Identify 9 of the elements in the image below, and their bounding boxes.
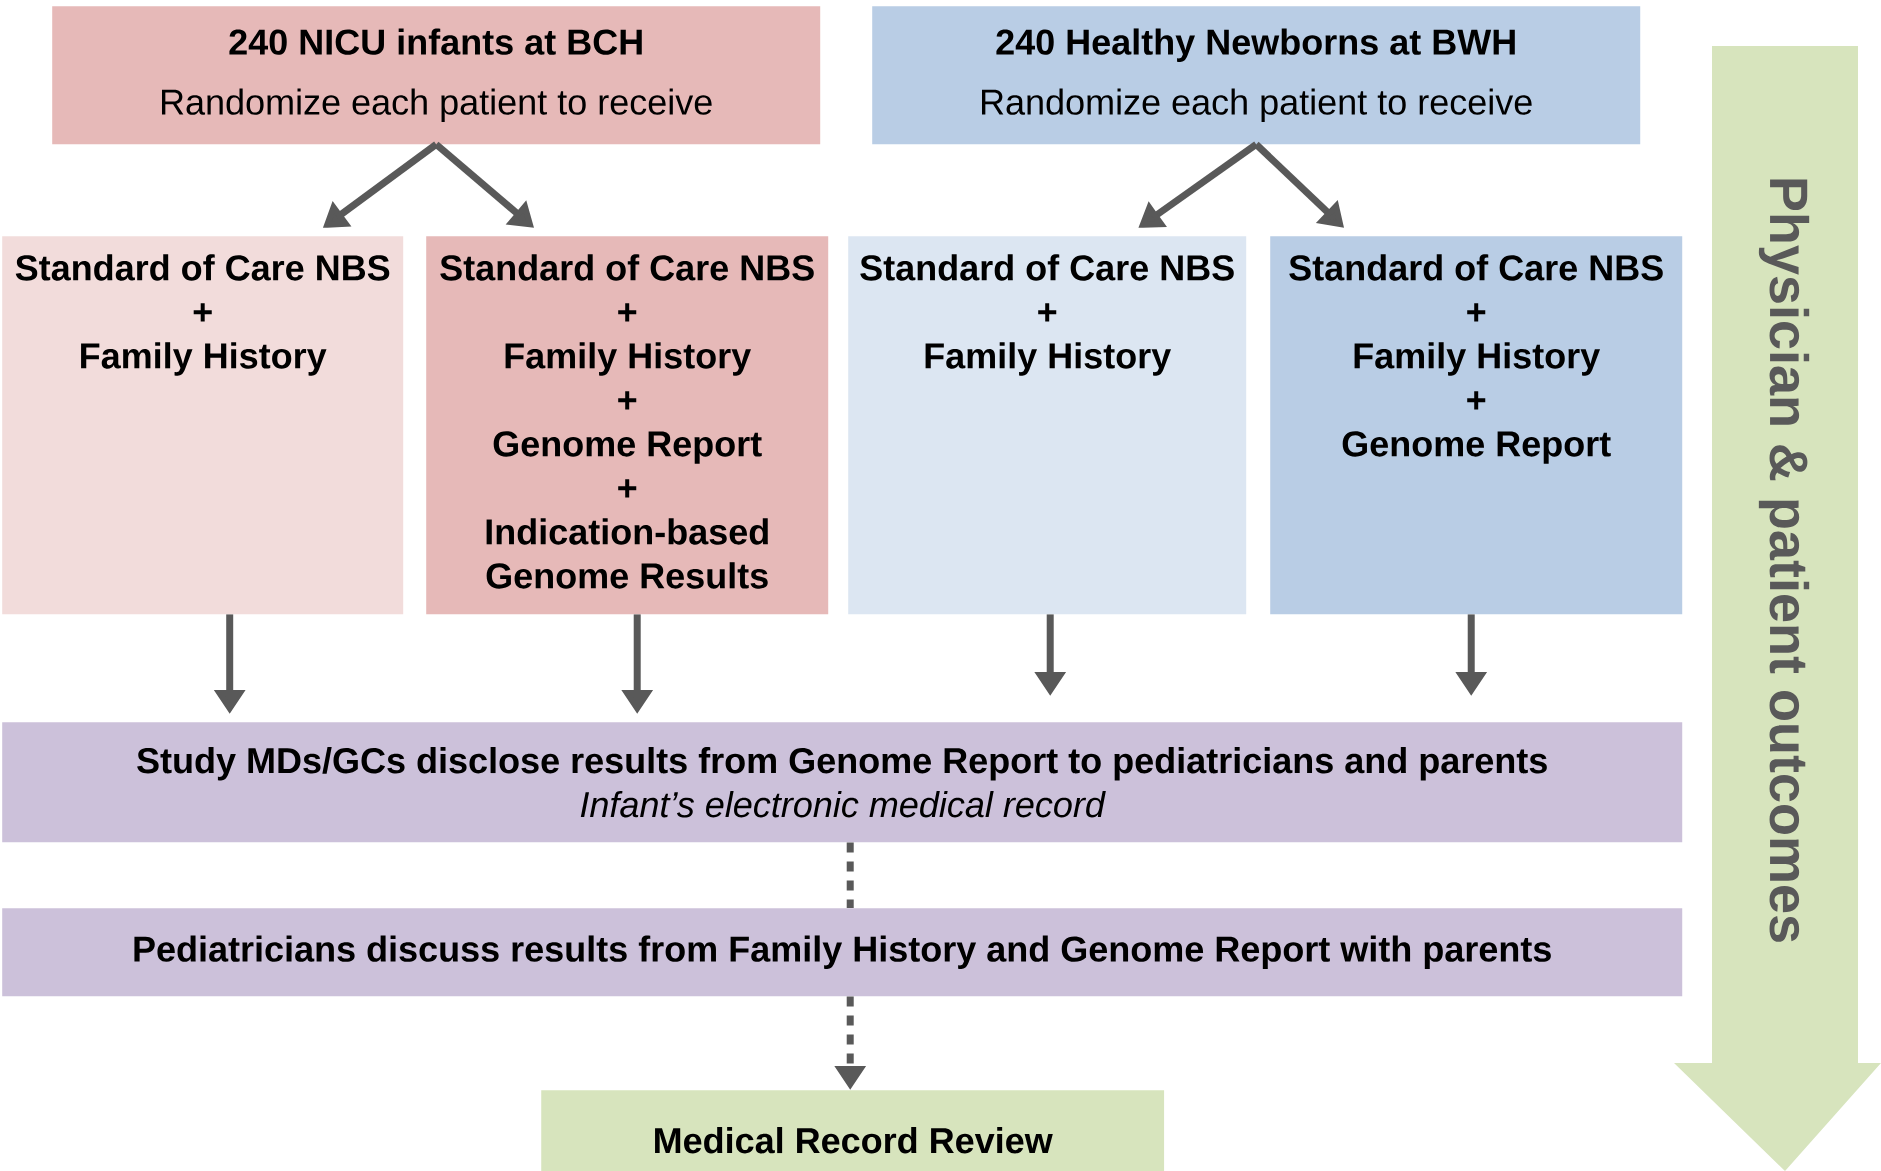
process-box: 240 Healthy Newborns at BWH Randomize each patient to receive bbox=[872, 6, 1641, 145]
process-box: Pediatricians discuss results from Family History and Genome Report with parents bbox=[2, 908, 1683, 997]
process-box: Medical Record Review bbox=[541, 1090, 1165, 1171]
process-box: Standard of Care NBS + Family History bbox=[2, 236, 404, 615]
process-box: Standard of Care NBS + Family History bbox=[848, 236, 1247, 615]
process-box: Study MDs/GCs disclose results from Genome Report to pediatricians and parents Infant’s electronic medical record bbox=[2, 722, 1683, 843]
process-box: 240 NICU infants at BCH Randomize each patient to receive bbox=[52, 6, 821, 145]
process-box: Standard of Care NBS + Family History + Genome Report + Indication-based Genome Results bbox=[426, 236, 829, 615]
process-box: Standard of Care NBS + Family History + Genome Report bbox=[1270, 236, 1683, 615]
